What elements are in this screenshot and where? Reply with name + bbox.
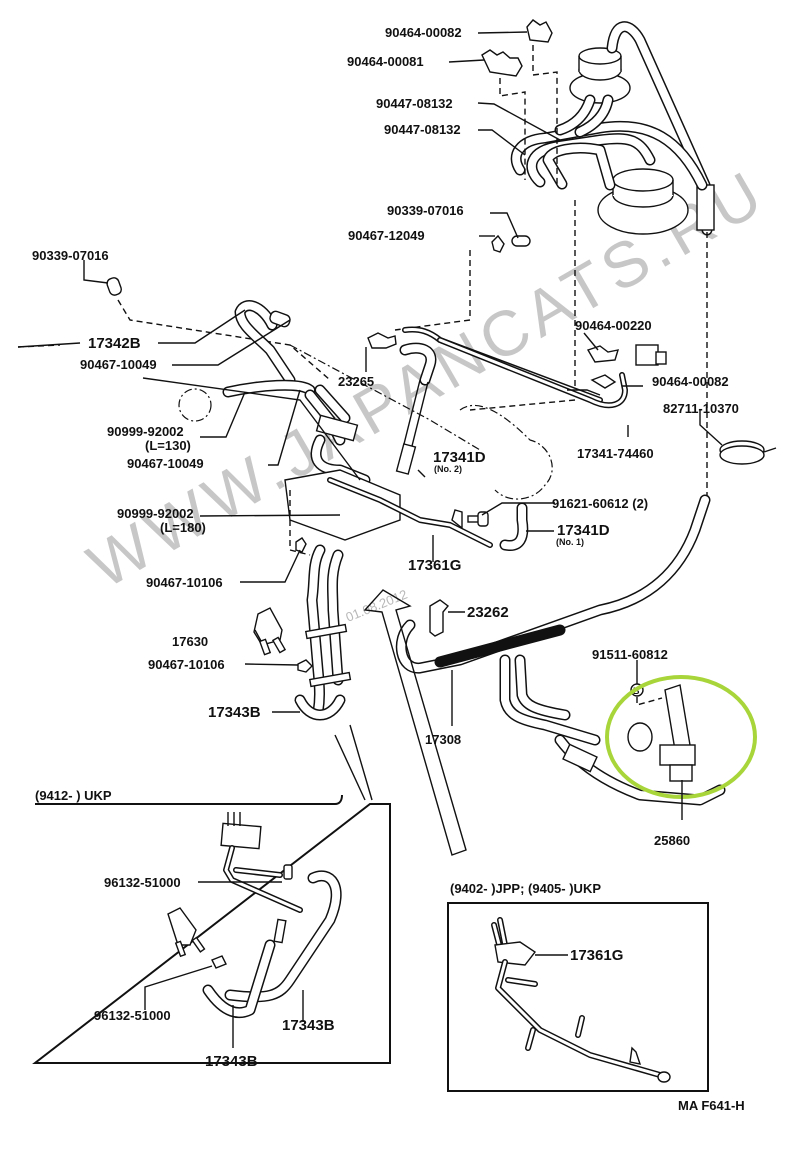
label-90467-12049: 90467-12049 [348, 228, 425, 243]
label-90339-07016-left: 90339-07016 [32, 248, 109, 263]
label-90999-92002-a: 90999-92002 [107, 424, 184, 439]
inset-arrow-left [334, 734, 366, 801]
label-91511-60812: 91511-60812 [592, 647, 668, 662]
inset-left: (9412- ) UKP 96132-51000 96132-51000 173… [32, 788, 391, 1070]
plug-90339-07016-left [106, 277, 123, 296]
label-90467-10106-b: 90467-10106 [148, 657, 225, 672]
label-17343B-inset-a: 17343B [282, 1017, 335, 1034]
inset-left-frame [32, 794, 391, 1064]
label-17361G: 17361G [408, 557, 461, 574]
label-no1: (No. 1) [556, 537, 584, 547]
clip-90464-00082 [526, 19, 553, 43]
label-82711-10370: 82711-10370 [663, 401, 739, 416]
label-23262: 23262 [467, 604, 509, 621]
label-90467-10106-a: 90467-10106 [146, 575, 223, 590]
inset-right-frame [447, 902, 709, 1092]
label-17343B-inset-b: 17343B [205, 1053, 258, 1070]
plug-90339-07016 [511, 235, 531, 247]
label-23265: 23265 [338, 374, 374, 389]
label-90464-00082-right: 90464-00082 [652, 374, 729, 389]
inset-right: (9402- )JPP; (9405- )UKP 17361G [447, 881, 709, 1092]
vsv-25860-body [627, 722, 653, 752]
label-17341D-no1: 17341D [557, 522, 610, 539]
inset-left-title: (9412- ) UKP [35, 788, 112, 803]
dashed-guides [17, 45, 708, 500]
label-91621-60612: 91621-60612 (2) [552, 496, 648, 511]
label-l180: (L=180) [160, 520, 206, 535]
part-labels: 90464-00082 90464-00081 90447-08132 9044… [32, 25, 739, 848]
label-90464-00220: 90464-00220 [575, 318, 652, 333]
label-96132-51000-b: 96132-51000 [94, 1008, 171, 1023]
watermark-date: 01.08.2012 [344, 586, 410, 624]
label-no2: (No. 2) [434, 464, 462, 474]
middle-hoses: B [178, 300, 777, 806]
clip-90464-00081 [481, 49, 523, 77]
inset-arrows [334, 589, 467, 856]
inset-arrow-right [363, 589, 467, 856]
vsv-25860-connector [659, 744, 696, 766]
highlight-circle-25860 [605, 675, 757, 799]
label-90447-08132-a: 90447-08132 [376, 96, 453, 111]
label-90447-08132-b: 90447-08132 [384, 122, 461, 137]
bracket-25860 [664, 684, 691, 751]
label-90467-10049-a: 90467-10049 [80, 357, 157, 372]
label-90999-92002-b: 90999-92002 [117, 506, 194, 521]
label-25860: 25860 [654, 833, 690, 848]
label-90464-00082-top: 90464-00082 [385, 25, 462, 40]
label-17630: 17630 [172, 634, 208, 649]
clips-top [106, 19, 553, 296]
label-90467-10049-b: 90467-10049 [127, 456, 204, 471]
label-17342B: 17342B [88, 335, 141, 352]
label-90464-00081: 90464-00081 [347, 54, 424, 69]
label-l130: (L=130) [145, 438, 191, 453]
leader-lines [17, 31, 723, 820]
label-96132-51000-a: 96132-51000 [104, 875, 181, 890]
label-17308: 17308 [425, 732, 461, 747]
label-17341D-no2: 17341D [433, 449, 486, 466]
vsv-vacuum-tank-assembly [510, 21, 715, 236]
label-17361G-inset: 17361G [570, 947, 623, 964]
label-90339-07016-right: 90339-07016 [387, 203, 464, 218]
label-17343B: 17343B [208, 704, 261, 721]
figure-code: MA F641-H [678, 1098, 745, 1113]
label-17341-74460: 17341-74460 [577, 446, 654, 461]
clip-90467-12049 [491, 234, 505, 253]
inset-right-title: (9402- )JPP; (9405- )UKP [450, 881, 601, 896]
